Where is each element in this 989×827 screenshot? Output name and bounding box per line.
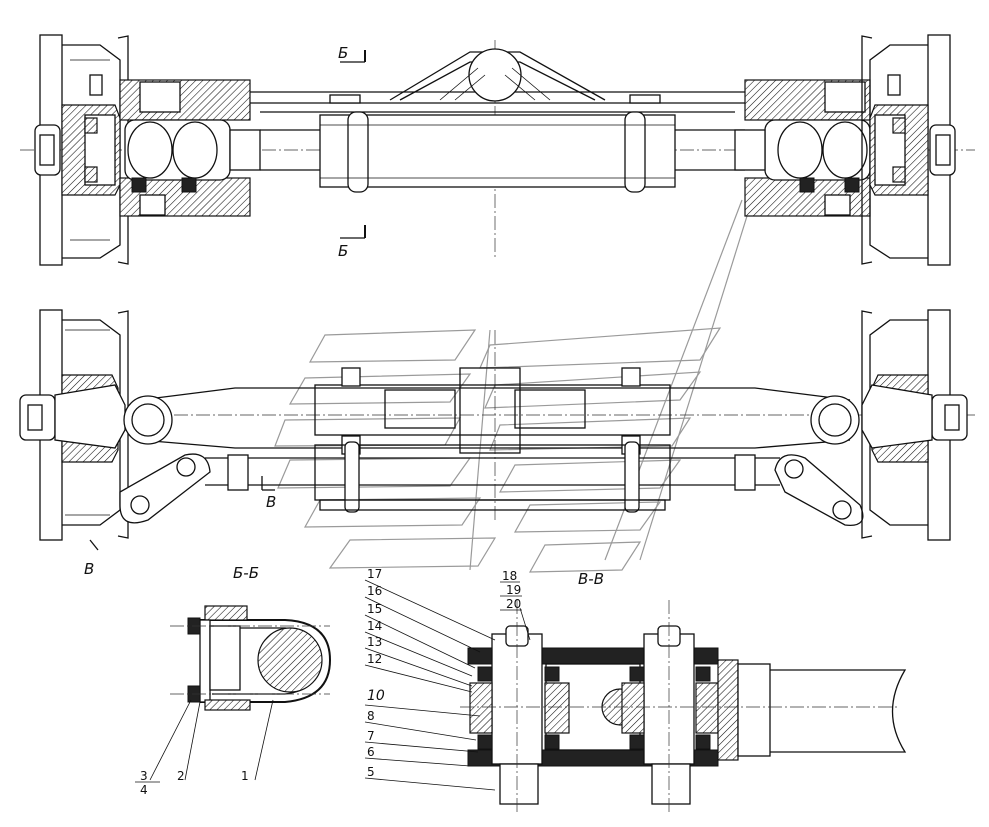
section-mark-v-left-label: В <box>84 560 94 578</box>
section-mark-b-top-label: Б <box>338 44 348 62</box>
left-hub-top <box>119 79 261 217</box>
section-mark-b: Б Б <box>338 44 366 260</box>
callout-bb-1: 1 <box>241 769 249 783</box>
callout-vv-18: 18 <box>502 569 517 583</box>
section-mark-v: В В <box>84 476 276 578</box>
right-wheel-top <box>861 34 956 266</box>
tie-rod-front <box>205 441 780 513</box>
callout-vv-8: 8 <box>367 709 375 723</box>
front-view: В В <box>19 309 975 578</box>
section-mark-b-bottom-label: Б <box>338 242 348 260</box>
callout-vv-16: 16 <box>367 584 382 598</box>
callout-bb-3: 3 <box>140 769 148 783</box>
callout-vv-19: 19 <box>506 583 521 597</box>
right-wheel-front <box>861 309 968 541</box>
callout-vv-5: 5 <box>367 765 375 779</box>
right-hub-top <box>734 79 871 217</box>
callout-bb-4: 4 <box>140 783 148 797</box>
callout-vv-7: 7 <box>367 729 375 743</box>
axle-beam-top <box>250 91 745 193</box>
left-wheel-top <box>34 34 129 266</box>
callout-vv-20: 20 <box>506 597 521 611</box>
callout-vv-6: 6 <box>367 745 375 759</box>
callouts-vv: 5 6 7 8 10 12 13 14 15 16 17 18 19 20 <box>364 567 531 791</box>
callout-vv-12: 12 <box>367 652 382 666</box>
callout-vv-13: 13 <box>367 635 382 649</box>
callout-vv-10: 10 <box>367 688 385 704</box>
steering-arms <box>119 453 864 526</box>
center-bracket-top <box>389 48 606 102</box>
top-view: Б Б <box>20 34 975 266</box>
section-vv-title: В-В <box>578 570 604 588</box>
callout-bb-2: 2 <box>177 769 185 783</box>
section-bb-title: Б-Б <box>233 564 259 582</box>
left-wheel-front <box>19 309 129 541</box>
axle-beam-front <box>123 367 860 455</box>
callout-vv-14: 14 <box>367 619 382 633</box>
section-vv: В-В <box>364 567 907 815</box>
callouts-bb: 1 2 3 4 <box>135 699 274 797</box>
section-mark-v-mid-label: В <box>266 493 276 511</box>
callout-vv-17: 17 <box>367 567 382 581</box>
callout-vv-15: 15 <box>367 602 382 616</box>
section-bb: Б-Б 1 2 3 4 <box>135 564 332 797</box>
